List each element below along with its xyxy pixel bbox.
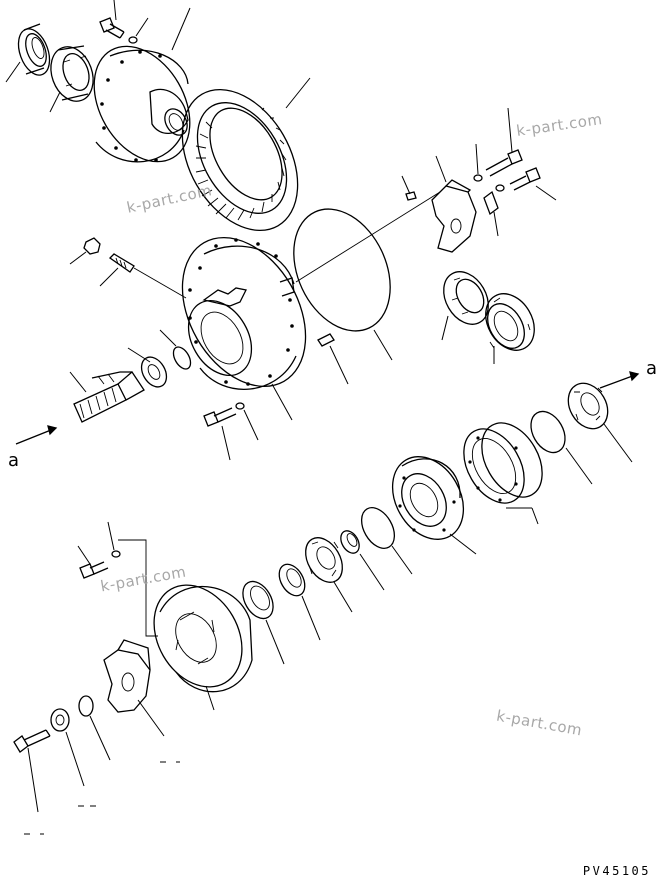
washer-plate: [50, 708, 70, 732]
long-bolt: [13, 729, 51, 753]
oil-seal-lower: [242, 580, 274, 620]
output-bearing: [567, 382, 609, 430]
oil-seal: [17, 23, 51, 76]
washer-lower: [111, 550, 121, 558]
mid-bearing: [305, 537, 343, 583]
washer-mid: [235, 402, 245, 410]
reference-label-a-right: a: [646, 358, 658, 379]
bolt-mid: [203, 407, 237, 427]
document-code: PV45105: [582, 864, 651, 878]
bearing-cap-bracket: [431, 179, 477, 253]
washer-right-a: [473, 174, 483, 182]
o-ring-lower: [78, 695, 94, 717]
differential-case: [181, 236, 307, 390]
o-ring: [360, 507, 396, 549]
pilot-bearing: [140, 356, 168, 388]
washer-right-b: [495, 184, 505, 192]
drive-yoke: [103, 639, 151, 713]
bolt-right-a: [485, 149, 523, 177]
dowel-pin: [317, 333, 335, 347]
bolt-lower: [79, 561, 109, 579]
gasket-pair: [463, 422, 543, 504]
small-seal: [340, 530, 360, 554]
taper-bearing: [50, 45, 94, 102]
gasket: [293, 208, 391, 332]
retainer-cover: [391, 456, 465, 540]
lock-plate: [483, 190, 499, 216]
bolt-top: [99, 17, 125, 39]
adjuster-nut: [485, 293, 535, 351]
spacer-ring: [278, 563, 306, 597]
bolt-right-b: [509, 167, 541, 191]
washer-top: [128, 36, 138, 44]
carrier-housing: [93, 45, 191, 163]
hex-nut: [83, 237, 101, 255]
bearing-housing: [153, 584, 253, 693]
side-bearing: [443, 271, 489, 325]
shim-ring: [530, 410, 566, 454]
stud-bolt: [108, 253, 135, 273]
bevel-ring-gear: [181, 88, 299, 232]
reference-label-a-left: a: [8, 450, 20, 471]
snap-ring: [172, 346, 192, 370]
pinion-shaft: [73, 371, 145, 423]
lock-pin: [405, 191, 417, 201]
